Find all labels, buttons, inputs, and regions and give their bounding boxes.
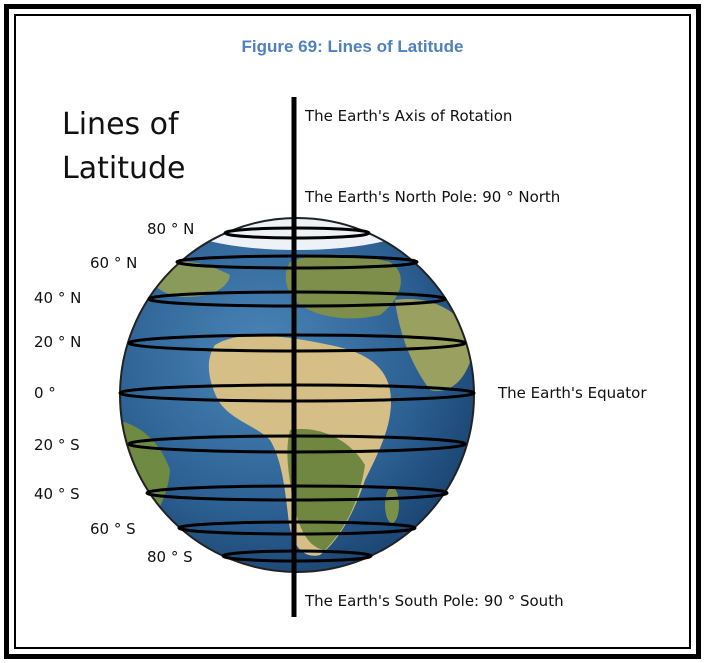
south-pole-label: The Earth's South Pole: 90 ° South (305, 592, 564, 610)
outer-border (4, 4, 701, 659)
latitude-label-80n: 80 ° N (147, 220, 195, 238)
title-line-2: Latitude (62, 151, 186, 186)
latitude-line-80s (221, 549, 373, 563)
latitude-lines (118, 226, 476, 563)
latitude-line-60n (175, 254, 419, 270)
axis-label: The Earth's Axis of Rotation (305, 107, 513, 125)
latitude-label-20s: 20 ° S (34, 436, 80, 454)
latitude-label-60s: 60 ° S (90, 520, 136, 538)
figure-caption: Figure 69: Lines of Latitude (241, 37, 464, 56)
latitude-line-80n (223, 226, 371, 240)
latitude-label-equator: 0 ° (34, 384, 56, 402)
latitude-label-40s: 40 ° S (34, 485, 80, 503)
latitude-line-equator (118, 383, 476, 403)
earth-globe (120, 218, 474, 572)
africa-vegetation (287, 429, 365, 550)
latitude-line-20n (127, 333, 467, 353)
latitude-label-80s: 80 ° S (147, 548, 193, 566)
globe-outline (119, 217, 475, 573)
latitude-line-40s (145, 484, 449, 502)
latitude-label-40n: 40 ° N (34, 289, 82, 307)
latitude-line-20s (127, 434, 467, 454)
equator-label: The Earth's Equator (498, 384, 647, 402)
europe-land (285, 254, 401, 319)
title-line-1: Lines of (62, 107, 179, 142)
inner-border (14, 14, 691, 649)
latitude-label-20n: 20 ° N (34, 333, 82, 351)
north-pole-label: The Earth's North Pole: 90 ° North (305, 188, 561, 206)
madagascar-land (385, 487, 399, 523)
latitude-line-40n (147, 290, 447, 308)
latitude-line-60s (177, 520, 417, 536)
latitude-label-60n: 60 ° N (90, 254, 138, 272)
asia-land (395, 299, 474, 391)
